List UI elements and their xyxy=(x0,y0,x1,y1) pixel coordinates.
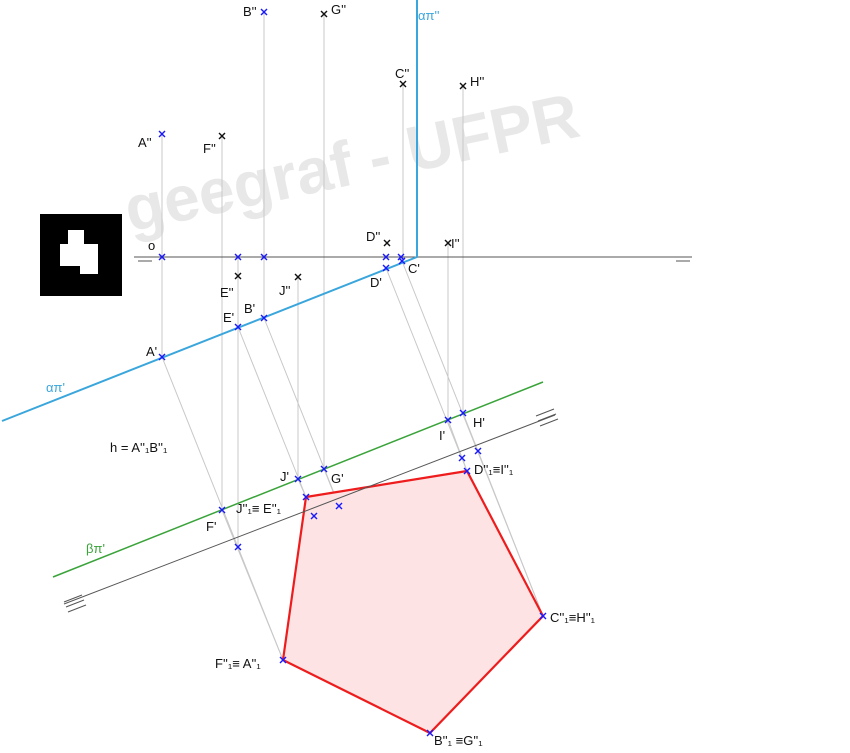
labels: απ'' απ' βπ' o A'' A' F'' F' B'' B' G'' … xyxy=(46,2,596,748)
point-mark-hinge-4 xyxy=(458,454,466,462)
label-rot-JE: J''₁≡ E''₁ xyxy=(236,501,282,516)
point-mark-B-h xyxy=(260,314,268,322)
label-I-v: I'' xyxy=(451,236,460,251)
point-mark-F-h xyxy=(218,506,226,514)
label-origin: o xyxy=(148,238,155,253)
point-mark-A-h xyxy=(158,353,166,361)
label-F-h: F' xyxy=(206,519,216,534)
point-mark-rot-FA xyxy=(279,656,287,664)
point-mark-C-v xyxy=(399,80,407,88)
point-mark-F-v xyxy=(218,132,226,140)
point-mark-C-gl xyxy=(397,253,405,261)
point-mark-G-v xyxy=(320,10,328,18)
point-mark-D-v xyxy=(383,239,391,247)
geegraf-logo xyxy=(40,214,122,296)
label-rot-FA: F''₁≡ A''₁ xyxy=(215,656,261,671)
label-J-v: J'' xyxy=(279,283,290,298)
point-markers xyxy=(158,8,547,737)
alpha-horizontal-trace xyxy=(1,256,418,422)
hinge-line-h xyxy=(63,414,556,605)
hinge-line-hatch xyxy=(63,408,559,613)
point-mark-hinge-5 xyxy=(474,447,482,455)
point-mark-H-v xyxy=(459,82,467,90)
label-J-h: J' xyxy=(280,469,289,484)
label-I-h: I' xyxy=(439,428,445,443)
point-mark-E-gl xyxy=(234,253,242,261)
label-B-h: B' xyxy=(244,301,255,316)
point-mark-hinge-3 xyxy=(335,502,343,510)
label-C-v: C'' xyxy=(395,66,409,81)
point-mark-A-v xyxy=(158,130,166,138)
label-F-v: F'' xyxy=(203,141,216,156)
point-mark-E-h xyxy=(234,323,242,331)
label-alpha-v: απ'' xyxy=(418,8,439,23)
point-mark-E-v xyxy=(234,272,242,280)
point-mark-H-h xyxy=(459,409,467,417)
label-A-v: A'' xyxy=(138,135,152,150)
point-mark-hinge-2 xyxy=(310,512,318,520)
label-beta-h: βπ' xyxy=(86,541,105,556)
point-mark-D-gl xyxy=(382,253,390,261)
point-mark-I-h xyxy=(444,416,452,424)
label-h-line: h = A''₁B''₁ xyxy=(110,440,168,455)
point-mark-C-h xyxy=(398,257,406,265)
point-mark-B-gl xyxy=(260,253,268,261)
point-mark-hinge-1 xyxy=(234,543,242,551)
label-H-h: H' xyxy=(473,415,485,430)
label-rot-CH: C''₁≡H''₁ xyxy=(550,610,596,625)
label-G-v: G'' xyxy=(331,2,346,17)
point-mark-I-v xyxy=(444,239,452,247)
point-mark-rot-JE xyxy=(302,493,310,501)
label-alpha-h: απ' xyxy=(46,380,65,395)
label-C-h: C' xyxy=(408,261,420,276)
true-shape-pentagon xyxy=(281,469,545,735)
point-mark-rot-CH xyxy=(539,612,547,620)
label-D-h: D' xyxy=(370,275,382,290)
point-mark-J-v xyxy=(294,273,302,281)
point-mark-G-h xyxy=(320,465,328,473)
label-G-h: G' xyxy=(331,471,344,486)
point-mark-J-h xyxy=(294,475,302,483)
label-H-v: H'' xyxy=(470,74,484,89)
point-mark-rot-DI xyxy=(463,467,471,475)
label-E-v: E'' xyxy=(220,285,234,300)
plus-icon xyxy=(60,230,98,274)
label-B-v: B'' xyxy=(243,4,257,19)
point-mark-o xyxy=(158,253,166,261)
point-mark-D-h xyxy=(382,264,390,272)
label-D-v: D'' xyxy=(366,229,380,244)
label-rot-BG: B''₁ ≡G''₁ xyxy=(434,733,483,748)
label-rot-DI: D''₁≡I''₁ xyxy=(474,462,514,477)
label-E-h: E' xyxy=(223,310,234,325)
point-mark-B-v xyxy=(260,8,268,16)
label-A-h: A' xyxy=(146,344,157,359)
watermark: geegraf - UFPR xyxy=(118,79,585,246)
point-mark-rot-BG xyxy=(426,729,434,737)
